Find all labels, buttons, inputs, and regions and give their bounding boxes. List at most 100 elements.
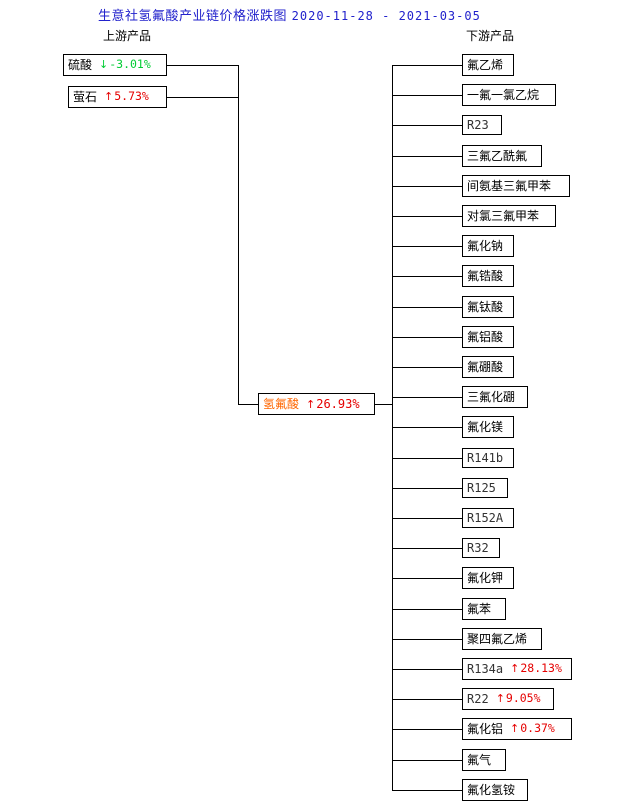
node-label: R134a [467, 662, 504, 676]
downstream-node-17[interactable]: R32 [462, 538, 500, 558]
downstream-node-23[interactable]: 氟化铝 ↑0.37% [462, 718, 572, 740]
connector-horizontal [392, 246, 462, 247]
node-label: 氢氟酸 [263, 397, 300, 411]
downstream-node-22[interactable]: R22 ↑9.05% [462, 688, 554, 710]
node-label: 氟化铝 [467, 722, 504, 736]
node-label: R125 [467, 481, 496, 495]
node-label: 氟化钠 [467, 239, 504, 253]
node-change-value: ↑0.37% [510, 721, 555, 736]
downstream-node-12[interactable]: 三氟化硼 [462, 386, 528, 408]
downstream-node-6[interactable]: 对氯三氟甲苯 [462, 205, 556, 227]
connector-horizontal [392, 307, 462, 308]
connector-horizontal [167, 97, 238, 98]
upstream-column-header: 上游产品 [103, 29, 152, 43]
downstream-node-13[interactable]: 氟化镁 [462, 416, 514, 438]
node-label: 三氟乙酰氟 [467, 149, 528, 163]
node-change-value: ↑26.93% [306, 397, 360, 411]
connector-horizontal [238, 404, 258, 405]
downstream-node-10[interactable]: 氟铝酸 [462, 326, 514, 348]
node-label: R141b [467, 451, 504, 465]
node-change-value: ↑9.05% [495, 691, 541, 706]
downstream-node-24[interactable]: 氟气 [462, 749, 506, 771]
node-change-value: ↑28.13% [510, 661, 562, 676]
connector-horizontal [392, 156, 462, 157]
arrow-up-icon: ↑ [510, 662, 520, 676]
connector-horizontal [392, 367, 462, 368]
connector-horizontal [392, 578, 462, 579]
title-text: 生意社氢氟酸产业链价格涨跌图 [98, 9, 288, 24]
connector-vertical [238, 65, 239, 404]
title-date-range: 2020-11-28 - 2021-03-05 [291, 9, 481, 23]
connector-horizontal [392, 548, 462, 549]
connector-horizontal [392, 669, 462, 670]
node-change-value: ↑5.73% [104, 89, 149, 104]
downstream-node-2[interactable]: 一氟一氯乙烷 [462, 84, 556, 106]
downstream-node-9[interactable]: 氟钛酸 [462, 296, 514, 318]
arrow-up-icon: ↑ [510, 722, 520, 736]
node-label: R22 [467, 692, 489, 706]
node-label: 氟铝酸 [467, 330, 504, 344]
connector-horizontal [392, 216, 462, 217]
connector-horizontal [392, 65, 462, 66]
downstream-column-header: 下游产品 [466, 29, 515, 43]
node-label: 氟化氢铵 [467, 783, 516, 797]
node-label: 聚四氟乙烯 [467, 632, 528, 646]
node-label: R152A [467, 511, 504, 525]
upstream-node-1[interactable]: 硫酸 ↓-3.01% [63, 54, 167, 76]
connector-horizontal [392, 488, 462, 489]
node-label: 硫酸 [68, 58, 93, 72]
downstream-node-3[interactable]: R23 [462, 115, 502, 135]
node-label: 对氯三氟甲苯 [467, 209, 540, 223]
node-label: 氟化镁 [467, 420, 504, 434]
center-node-hydrofluoric-acid[interactable]: 氢氟酸 ↑26.93% [258, 393, 375, 415]
downstream-node-7[interactable]: 氟化钠 [462, 235, 514, 257]
connector-horizontal [392, 397, 462, 398]
node-label: 三氟化硼 [467, 390, 516, 404]
downstream-node-4[interactable]: 三氟乙酰氟 [462, 145, 542, 167]
connector-horizontal [392, 186, 462, 187]
node-label: 氟锆酸 [467, 269, 504, 283]
node-label: R23 [467, 118, 489, 132]
downstream-node-20[interactable]: 聚四氟乙烯 [462, 628, 542, 650]
node-label: R32 [467, 541, 489, 555]
node-label: 氟气 [467, 753, 492, 767]
downstream-node-16[interactable]: R152A [462, 508, 514, 528]
downstream-node-21[interactable]: R134a ↑28.13% [462, 658, 572, 680]
connector-vertical [392, 65, 393, 790]
connector-horizontal [392, 95, 462, 96]
page-title: 生意社氢氟酸产业链价格涨跌图 2020-11-28 - 2021-03-05 [98, 8, 481, 25]
upstream-node-2[interactable]: 萤石 ↑5.73% [68, 86, 167, 108]
downstream-node-5[interactable]: 间氨基三氟甲苯 [462, 175, 570, 197]
downstream-node-15[interactable]: R125 [462, 478, 508, 498]
node-label: 一氟一氯乙烷 [467, 88, 540, 102]
downstream-node-8[interactable]: 氟锆酸 [462, 265, 514, 287]
arrow-up-icon: ↑ [104, 90, 114, 104]
downstream-node-1[interactable]: 氟乙烯 [462, 54, 514, 76]
node-label: 萤石 [73, 90, 98, 104]
connector-horizontal [392, 125, 462, 126]
connector-horizontal [392, 458, 462, 459]
connector-horizontal [392, 427, 462, 428]
connector-horizontal [392, 518, 462, 519]
downstream-node-25[interactable]: 氟化氢铵 [462, 779, 528, 801]
connector-horizontal [375, 404, 393, 405]
connector-horizontal [392, 276, 462, 277]
connector-horizontal [392, 790, 462, 791]
arrow-up-icon: ↑ [306, 398, 316, 411]
downstream-node-18[interactable]: 氟化钾 [462, 567, 514, 589]
downstream-node-19[interactable]: 氟苯 [462, 598, 506, 620]
node-label: 氟苯 [467, 602, 492, 616]
connector-horizontal [392, 729, 462, 730]
node-label: 氟钛酸 [467, 300, 504, 314]
downstream-node-11[interactable]: 氟硼酸 [462, 356, 514, 378]
connector-horizontal [392, 337, 462, 338]
connector-horizontal [167, 65, 238, 66]
connector-horizontal [392, 760, 462, 761]
node-label: 氟化钾 [467, 571, 504, 585]
downstream-node-14[interactable]: R141b [462, 448, 514, 468]
node-label: 间氨基三氟甲苯 [467, 179, 552, 193]
node-change-value: ↓-3.01% [99, 57, 151, 72]
connector-horizontal [392, 639, 462, 640]
connector-horizontal [392, 609, 462, 610]
